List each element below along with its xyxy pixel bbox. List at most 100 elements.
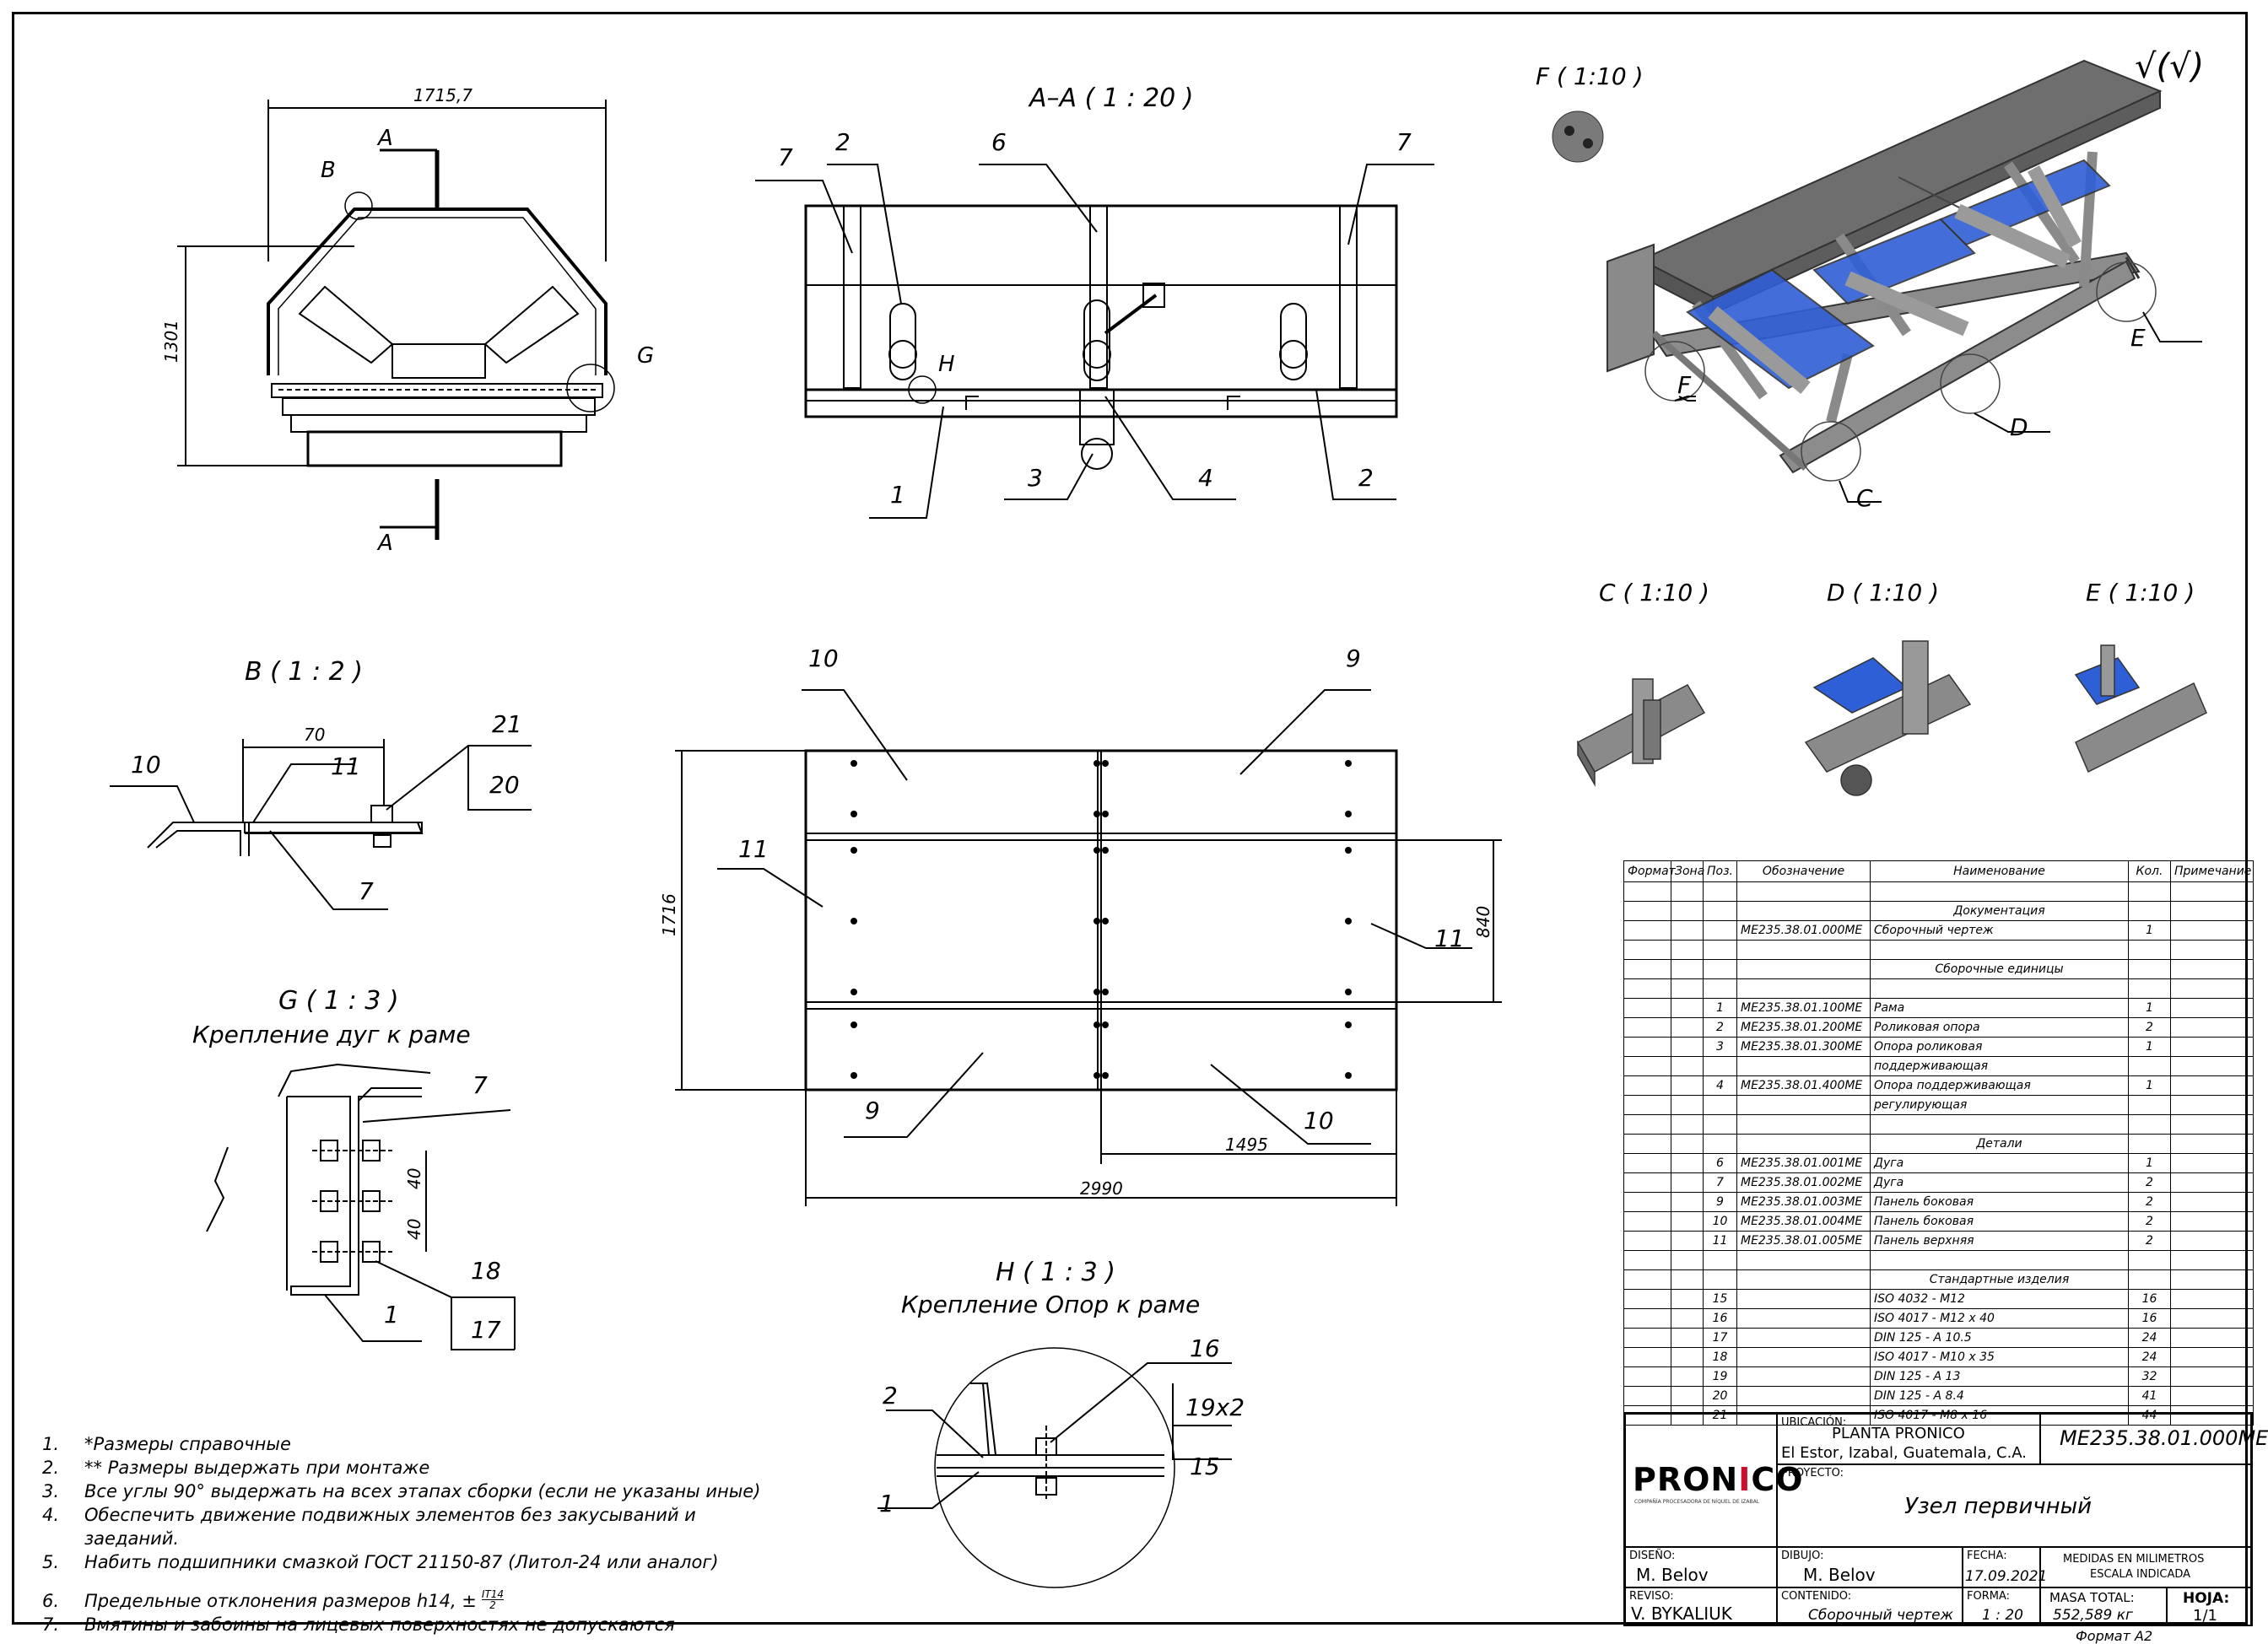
parts-cell-qty xyxy=(2128,959,2171,979)
parts-row xyxy=(1623,978,2254,999)
parts-row: регулирующая xyxy=(1623,1095,2254,1115)
parts-cell-name: Сборочный чертеж xyxy=(1870,920,2129,941)
parts-cell-name: Документация xyxy=(1870,901,2129,921)
parts-cell-pos xyxy=(1703,1134,1737,1154)
parts-cell-pos xyxy=(1703,940,1737,960)
parts-cell-note xyxy=(2170,920,2254,941)
parts-cell-pos: 4 xyxy=(1703,1075,1737,1096)
parts-row: Детали xyxy=(1623,1134,2254,1154)
detail-b-callout-10: 10 xyxy=(131,751,161,779)
parts-row: Сборочные единицы xyxy=(1623,959,2254,979)
detail-g-callout-1: 1 xyxy=(384,1301,399,1329)
header-zone: Зона xyxy=(1671,860,1704,882)
parts-cell-code: ME235.38.01.001ME xyxy=(1736,1153,1871,1173)
parts-cell-code xyxy=(1736,1405,1871,1426)
parts-cell-code xyxy=(1736,1308,1871,1329)
parts-cell-name: Панель боковая xyxy=(1870,1192,2129,1212)
proyecto-label: PROYECTO: xyxy=(1781,1467,1844,1480)
parts-cell-name: ISO 4032 - M12 xyxy=(1870,1289,2129,1309)
parts-cell-note xyxy=(2170,1017,2254,1038)
parts-cell-note xyxy=(2170,940,2254,960)
parts-cell-format xyxy=(1623,1250,1671,1270)
parts-cell-qty: 24 xyxy=(2128,1347,2171,1367)
parts-cell-format xyxy=(1623,1328,1671,1348)
parts-cell-code: ME235.38.01.300ME xyxy=(1736,1037,1871,1057)
parts-cell-zone xyxy=(1671,1250,1704,1270)
detail-g-marker: G xyxy=(637,343,654,369)
parts-row xyxy=(1623,1250,2254,1270)
top-callout-10b: 10 xyxy=(1304,1107,1334,1135)
diseno-value: M. Belov xyxy=(1636,1565,1709,1585)
parts-cell-zone xyxy=(1671,1017,1704,1038)
parts-cell-zone xyxy=(1671,1405,1704,1426)
parts-cell-note xyxy=(2170,1405,2254,1426)
detail-g-callout-17: 17 xyxy=(471,1316,501,1344)
parts-cell-code: ME235.38.01.200ME xyxy=(1736,1017,1871,1038)
parts-cell-note xyxy=(2170,1269,2254,1290)
detail-b-callout-20: 20 xyxy=(489,771,520,799)
parts-cell-format xyxy=(1623,940,1671,960)
aa-detail-h-marker: H xyxy=(938,352,955,377)
parts-cell-zone xyxy=(1671,1114,1704,1135)
parts-cell-qty: 2 xyxy=(2128,1231,2171,1251)
parts-cell-name: Стандартные изделия xyxy=(1870,1269,2129,1290)
parts-cell-pos xyxy=(1703,901,1737,921)
top-callout-9b: 9 xyxy=(865,1097,880,1124)
parts-cell-code: ME235.38.01.004ME xyxy=(1736,1211,1871,1232)
parts-cell-pos: 10 xyxy=(1703,1211,1737,1232)
proyecto-cell: PROYECTO: Узел первичный xyxy=(1777,1464,2251,1547)
parts-cell-note xyxy=(2170,1075,2254,1096)
top-view xyxy=(675,689,1502,1206)
parts-cell-zone xyxy=(1671,1308,1704,1329)
parts-cell-zone xyxy=(1671,1075,1704,1096)
parts-cell-pos: 2 xyxy=(1703,1017,1737,1038)
hoja-label: HOJA: xyxy=(2183,1590,2230,1607)
detail-b-title: B ( 1 : 2 ) xyxy=(245,657,363,687)
parts-cell-format xyxy=(1623,1114,1671,1135)
header-pos: Поз. xyxy=(1703,860,1737,882)
fecha-value: 17.09.2021 xyxy=(1965,1568,2048,1585)
reviso-cell: REVISO: V. BYKALIUK xyxy=(1625,1587,1777,1626)
detail-h-callout-1: 1 xyxy=(879,1490,894,1517)
parts-cell-zone xyxy=(1671,1153,1704,1173)
parts-cell-note xyxy=(2170,901,2254,921)
parts-cell-note xyxy=(2170,1289,2254,1309)
parts-cell-name xyxy=(1870,1114,2129,1135)
note-3: 3.Все углы 90° выдержать на всех этапах … xyxy=(42,1481,761,1501)
detail-h-view xyxy=(878,1347,1232,1588)
detail-c-picture xyxy=(1576,678,1706,787)
parts-cell-name: ISO 4017 - M10 x 35 xyxy=(1870,1347,2129,1367)
parts-cell-format xyxy=(1623,1405,1671,1426)
parts-cell-zone xyxy=(1671,1192,1704,1212)
parts-cell-qty: 1 xyxy=(2128,998,2171,1018)
main-width-dim: 1715,7 xyxy=(413,85,472,105)
parts-cell-note xyxy=(2170,881,2254,902)
top-dim-panel: 840 xyxy=(1473,906,1493,938)
parts-cell-zone xyxy=(1671,1347,1704,1367)
hoja-value: 1/1 xyxy=(2193,1607,2217,1625)
parts-cell-code xyxy=(1736,1095,1871,1115)
parts-row xyxy=(1623,881,2254,902)
parts-cell-format xyxy=(1623,881,1671,902)
header-code: Обозначение xyxy=(1736,860,1871,882)
parts-cell-code: ME235.38.01.100ME xyxy=(1736,998,1871,1018)
parts-cell-pos: 3 xyxy=(1703,1037,1737,1057)
parts-cell-format xyxy=(1623,1366,1671,1387)
parts-cell-zone xyxy=(1671,940,1704,960)
parts-cell-zone xyxy=(1671,1172,1704,1193)
parts-cell-name: Роликовая опора xyxy=(1870,1017,2129,1038)
diseno-label: DISEÑO: xyxy=(1629,1550,1676,1562)
parts-cell-name: DIN 125 - A 13 xyxy=(1870,1366,2129,1387)
parts-row: Документация xyxy=(1623,901,2254,921)
note-6-fraction: IT14 2 xyxy=(481,1588,505,1611)
pronico-logo: PRONICO xyxy=(1633,1461,1804,1498)
parts-cell-format xyxy=(1623,901,1671,921)
detail-h-callout-2: 2 xyxy=(883,1382,898,1410)
